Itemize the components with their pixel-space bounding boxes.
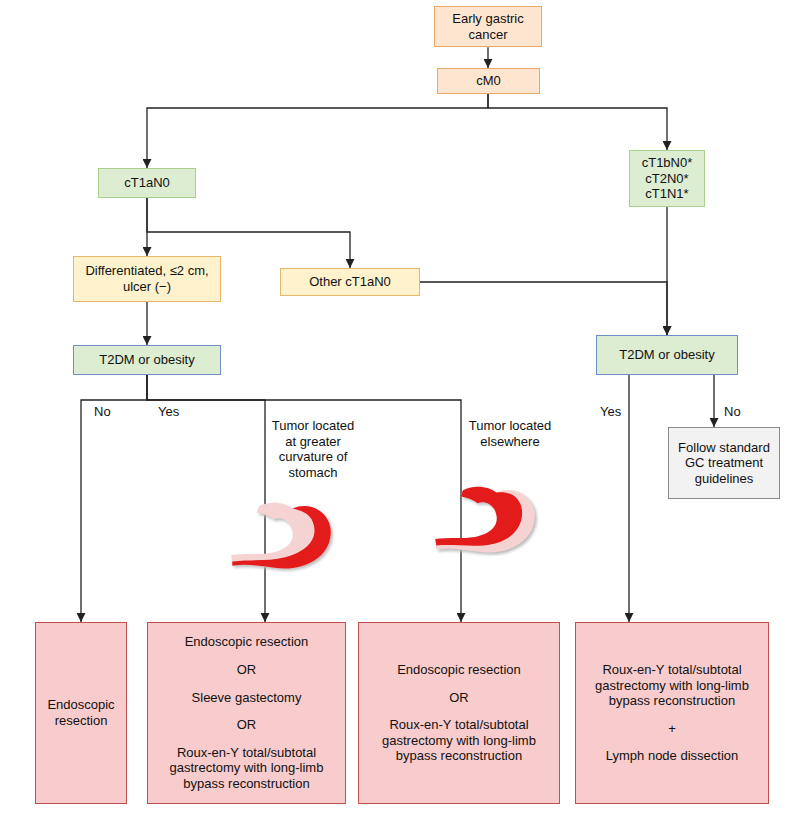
node-text: cT1bN0* cT2N0* cT1N1* (636, 155, 698, 202)
criteria-box: Other cT1aN0 (280, 268, 420, 296)
flow-arrow (147, 375, 461, 622)
treatment-box: Roux-en-Y total/subtotal gastrectomy wit… (575, 622, 769, 804)
treatment-box: Endoscopic resection (35, 622, 127, 804)
flow-arrow (666, 207, 667, 335)
node-text: Roux-en-Y total/subtotal gastrectomy wit… (367, 717, 551, 764)
flow-arrow (146, 302, 147, 345)
condition-box: T2DM or obesity (596, 335, 738, 375)
node-text: OR (237, 717, 257, 733)
branch-label: Tumor located at greater curvature of st… (269, 418, 357, 480)
node-text: Other cT1aN0 (309, 274, 391, 290)
node-text: OR (237, 662, 257, 678)
flow-arrow (147, 375, 265, 622)
node-text: Endoscopic resection (397, 662, 521, 678)
flow-arrow (487, 47, 488, 68)
treatment-box: Endoscopic resectionOR Roux-en-Y total/su… (358, 622, 560, 804)
flow-arrow (81, 375, 147, 622)
node-text: OR (449, 690, 469, 706)
node-text: Roux-en-Y total/subtotal gastrectomy wit… (156, 745, 337, 792)
stomach-illustration (430, 482, 542, 556)
criteria-box: Differentiated, ≤2 cm, ulcer (−) (73, 256, 221, 302)
node-text: Early gastric cancer (441, 11, 535, 42)
node-text: cT1aN0 (124, 175, 170, 191)
flow-arrow (147, 94, 488, 168)
branch-label: Yes (598, 404, 623, 420)
branch-label: No (92, 404, 113, 420)
branch-label: Yes (156, 404, 181, 420)
stage-box: cM0 (437, 68, 540, 94)
node-text: Lymph node dissection (606, 748, 739, 764)
flow-arrow (628, 375, 629, 622)
stage-box: Early gastric cancer (434, 6, 542, 47)
condition-box: T2DM or obesity (73, 345, 221, 375)
stage-box: cT1aN0 (98, 168, 196, 198)
guideline-box: Follow standard GC treatment guidelines (668, 427, 780, 499)
branch-label: Tumor located elsewhere (466, 418, 554, 449)
node-text: T2DM or obesity (99, 352, 194, 368)
node-text: T2DM or obesity (619, 347, 714, 363)
node-text: cM0 (476, 73, 501, 89)
node-text: Follow standard GC treatment guidelines (675, 440, 773, 487)
node-text: Endoscopic resection (185, 634, 309, 650)
node-text: Endoscopic resection (44, 697, 118, 728)
flow-arrow (713, 375, 714, 427)
treatment-box: Endoscopic resectionORSleeve gastectomyO… (147, 622, 346, 804)
stage-box: cT1bN0* cT2N0* cT1N1* (629, 150, 705, 207)
node-text: + (668, 721, 676, 737)
branch-label: No (722, 404, 743, 420)
flow-arrow (420, 282, 667, 335)
stomach-illustration (226, 498, 338, 572)
node-text: Sleeve gastectomy (192, 690, 302, 706)
node-text: Differentiated, ≤2 cm, ulcer (−) (82, 263, 212, 294)
node-text: Roux-en-Y total/subtotal gastrectomy wit… (584, 662, 760, 709)
flow-arrow (488, 94, 667, 150)
